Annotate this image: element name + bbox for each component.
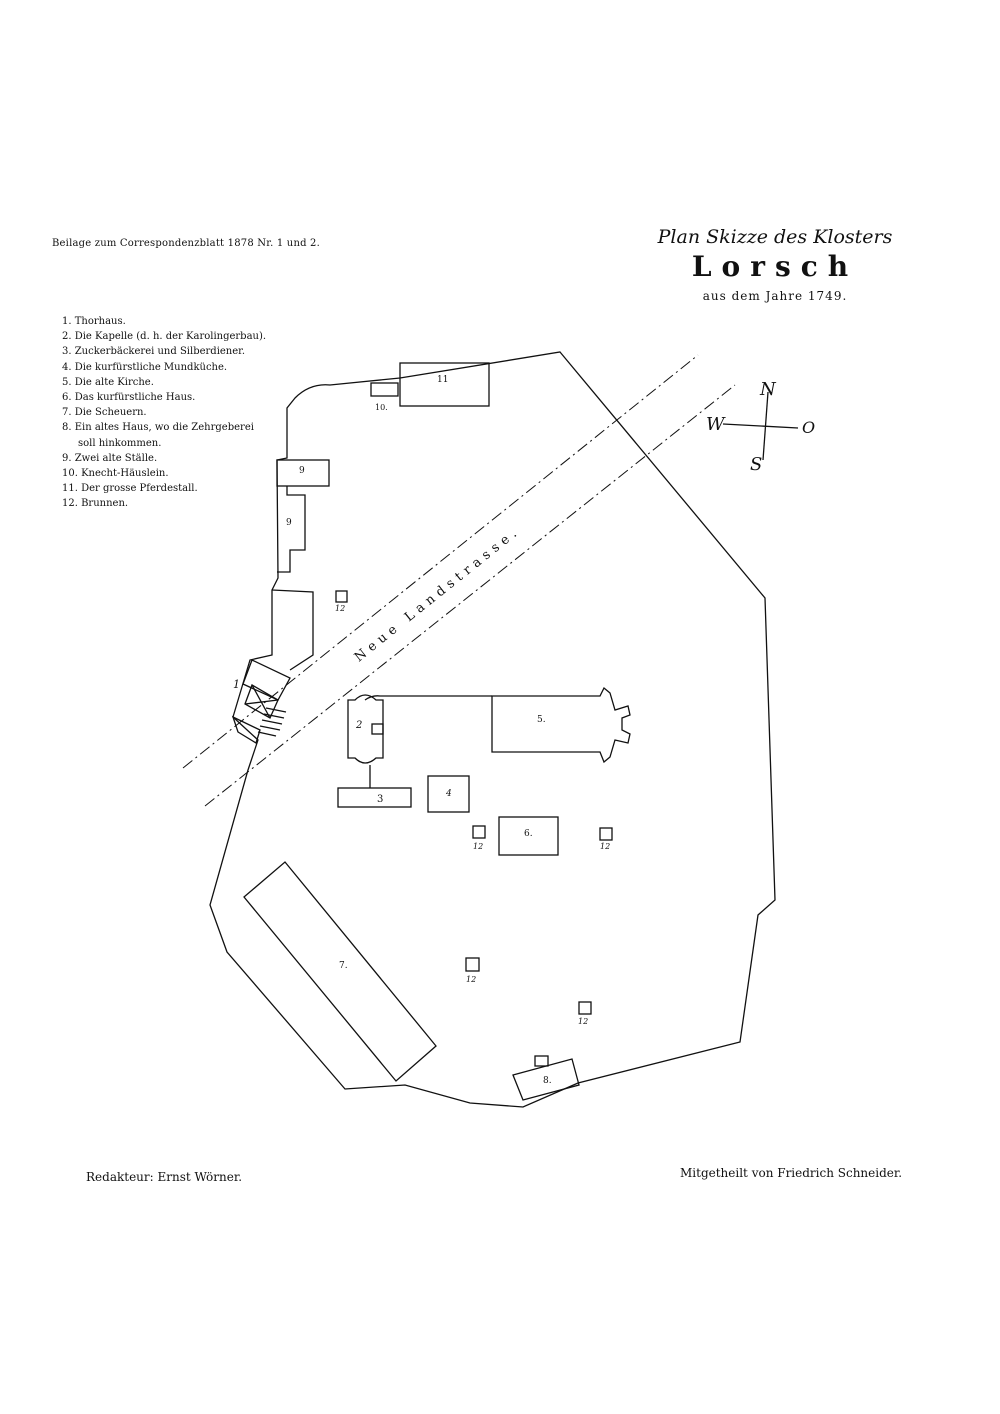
- building-outline-gate-north: [271, 589, 314, 671]
- building-6-label: 6.: [524, 829, 533, 839]
- building-11-label: 11: [437, 375, 448, 385]
- well-label: 12: [466, 975, 476, 984]
- building-10-label: 10.: [375, 403, 388, 412]
- road-label: Neue Landstrasse.: [352, 523, 524, 665]
- title-line-1: Plan Skizze des Klosters: [657, 226, 893, 248]
- legend-item: 7. Die Scheuern.: [62, 407, 147, 419]
- compass-west: W: [706, 414, 726, 435]
- building-2-label: 2: [355, 720, 362, 731]
- legend-item: 2. Die Kapelle (d. h. der Karolingerbau)…: [62, 331, 267, 343]
- building-3: [337, 787, 412, 808]
- well-icon: 12: [472, 825, 486, 851]
- building-9a-label: 9: [299, 466, 305, 476]
- building-1: [231, 659, 291, 744]
- building-7-label: 7.: [339, 961, 348, 971]
- well-label: 12: [578, 1017, 588, 1026]
- building-9a: [276, 459, 330, 487]
- title-line-3: aus dem Jahre 1749.: [702, 289, 848, 303]
- building-1-label: 1: [233, 678, 240, 691]
- well-icon: 12: [465, 957, 480, 984]
- well-icon: 12: [335, 590, 348, 613]
- legend-item: 12. Brunnen.: [62, 498, 129, 510]
- legend-item: 3. Zuckerbäckerei und Silberdiener.: [62, 346, 246, 358]
- legend-item: 4. Die kurfürstliche Mundküche.: [62, 361, 228, 373]
- contributor-credit: Mitgetheilt von Friedrich Schneider.: [680, 1166, 903, 1180]
- connecting-wall: [364, 695, 492, 701]
- building-4-label: 4: [445, 789, 452, 799]
- compass-icon: N W O S: [706, 379, 815, 475]
- building-10: [370, 382, 399, 397]
- building-7: [243, 861, 437, 1082]
- compass-north: N: [759, 379, 777, 400]
- legend: 1. Thorhaus. 2. Die Kapelle (d. h. der K…: [62, 314, 266, 512]
- legend-item: 10. Knecht-Häuslein.: [62, 468, 169, 480]
- legend-item: 8. Ein altes Haus, wo die Zehrgeberei: [62, 422, 254, 434]
- building-8-annex: [534, 1055, 549, 1067]
- building-5-label: 5.: [537, 715, 546, 725]
- building-9b: [277, 486, 306, 573]
- building-8: [512, 1058, 580, 1101]
- well-label: 12: [473, 842, 483, 851]
- title-block: Plan Skizze des Klosters Lorsch aus dem …: [640, 226, 910, 303]
- well-icon: 12: [599, 827, 613, 851]
- compass-east: O: [802, 418, 815, 437]
- legend-item: 5. Die alte Kirche.: [62, 376, 154, 388]
- legend-item: 6. Das kurfürstliche Haus.: [62, 392, 196, 404]
- well-label: 12: [600, 842, 610, 851]
- well-label: 12: [335, 604, 345, 613]
- legend-item: soll hinkommen.: [78, 437, 162, 449]
- building-11: [399, 362, 490, 407]
- supplement-note: Beilage zum Correspondenzblatt 1878 Nr. …: [52, 238, 321, 249]
- building-2-annex: [371, 723, 384, 735]
- title-line-2: Lorsch: [691, 250, 859, 283]
- road-edge-south: [204, 384, 736, 807]
- building-5: [491, 686, 631, 764]
- building-2: [347, 694, 384, 764]
- legend-item: 9. Zwei alte Ställe.: [62, 452, 158, 464]
- editor-credit: Redakteur: Ernst Wörner.: [86, 1170, 243, 1184]
- legend-item: 1. Thorhaus.: [62, 316, 126, 327]
- well-icon: 12: [578, 1001, 592, 1026]
- building-6: [498, 816, 559, 856]
- building-9b-label: 9: [286, 518, 292, 528]
- building-8-label: 8.: [543, 1076, 552, 1086]
- building-4: [427, 775, 470, 813]
- building-3-label: 3: [377, 794, 383, 805]
- legend-item: 11. Der grosse Pferdestall.: [62, 483, 198, 495]
- compass-south: S: [750, 454, 762, 475]
- road-edge-north: [182, 354, 699, 769]
